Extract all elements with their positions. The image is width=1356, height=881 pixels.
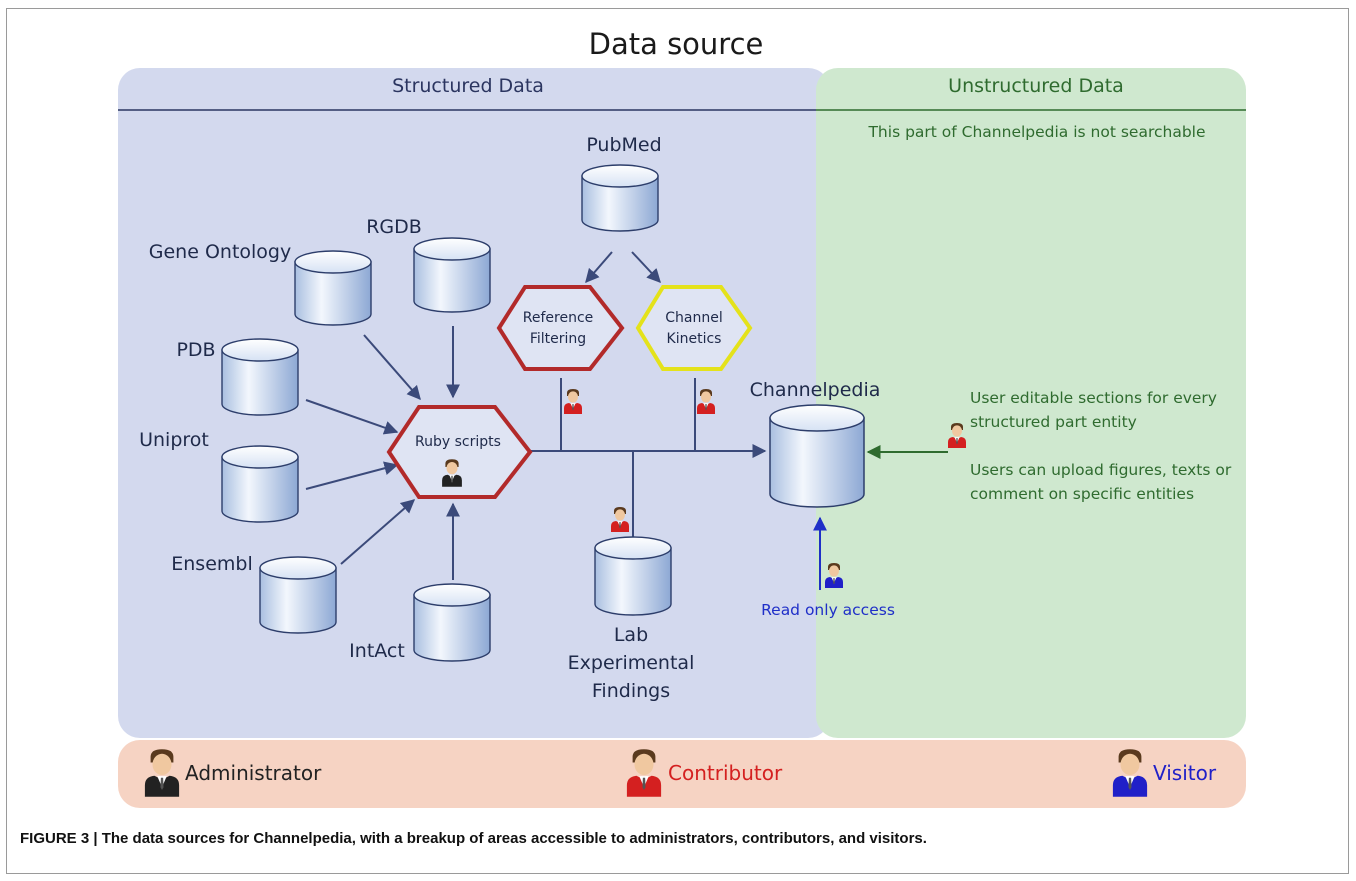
reference-label-line2: Filtering — [530, 331, 586, 347]
role-legend — [118, 740, 1246, 808]
unstructured-note: This part of Channelpedia is not searcha… — [867, 123, 1205, 141]
pubmed-database-icon — [581, 164, 659, 232]
arrow-pdb-ruby — [305, 399, 399, 435]
ensembl-database-icon — [259, 556, 337, 634]
lab-label-line2: Experimental — [568, 652, 695, 674]
editable-note-line2: structured part entity — [970, 413, 1137, 431]
channelpedia-label: Channelpedia — [750, 379, 881, 401]
arrow-pubmed-kinetics — [631, 251, 661, 284]
pdb-label: PDB — [176, 339, 215, 361]
ensembl-label: Ensembl — [171, 553, 252, 575]
kinetics-label-line2: Kinetics — [667, 331, 722, 347]
gene-ontology-label: Gene Ontology — [149, 241, 291, 263]
upload-note-line1: Users can upload figures, texts or — [970, 461, 1232, 479]
legend-visitor: Visitor — [1153, 761, 1217, 785]
lab-label-line1: Lab — [614, 624, 648, 646]
uniprot-label: Uniprot — [139, 429, 209, 451]
pubmed-label: PubMed — [586, 134, 661, 156]
read-only-note: Read only access — [761, 601, 895, 619]
figure-caption: FIGURE 3 | The data sources for Channelp… — [20, 830, 927, 847]
uniprot-database-icon — [221, 445, 299, 523]
arrow-ensembl-ruby — [340, 499, 416, 565]
figure-frame — [6, 8, 1349, 874]
editable-note-line1: User editable sections for every — [970, 389, 1217, 407]
kinetics-label-line1: Channel — [665, 310, 722, 326]
ruby-label: Ruby scripts — [415, 434, 501, 450]
channel-kinetics-process: Channel Kinetics — [635, 285, 753, 371]
lab-label-line3: Findings — [592, 680, 670, 702]
arrow-uniprot-ruby — [305, 461, 399, 490]
legend-administrator: Administrator — [185, 761, 322, 785]
lab-findings-database-icon — [594, 536, 672, 616]
ruby-scripts-process: Ruby scripts — [386, 405, 533, 499]
page-title: Data source — [589, 27, 764, 61]
rgdb-database-icon — [413, 237, 491, 313]
legend-contributor: Contributor — [668, 761, 783, 785]
reference-filtering-process: Reference Filtering — [496, 285, 625, 371]
structured-heading: Structured Data — [392, 75, 544, 97]
upload-note-line2: comment on specific entities — [970, 485, 1194, 503]
channelpedia-database-icon — [769, 404, 865, 508]
pdb-database-icon — [221, 338, 299, 416]
unstructured-panel — [816, 68, 1246, 738]
arrow-pubmed-reference — [585, 251, 613, 284]
unstructured-heading: Unstructured Data — [948, 75, 1124, 97]
intact-database-icon — [413, 583, 491, 662]
rgdb-label: RGDB — [366, 216, 422, 238]
gene-ontology-database-icon — [294, 250, 372, 326]
intact-label: IntAct — [349, 640, 405, 662]
arrow-go-ruby — [363, 334, 421, 401]
reference-label-line1: Reference — [523, 310, 594, 326]
